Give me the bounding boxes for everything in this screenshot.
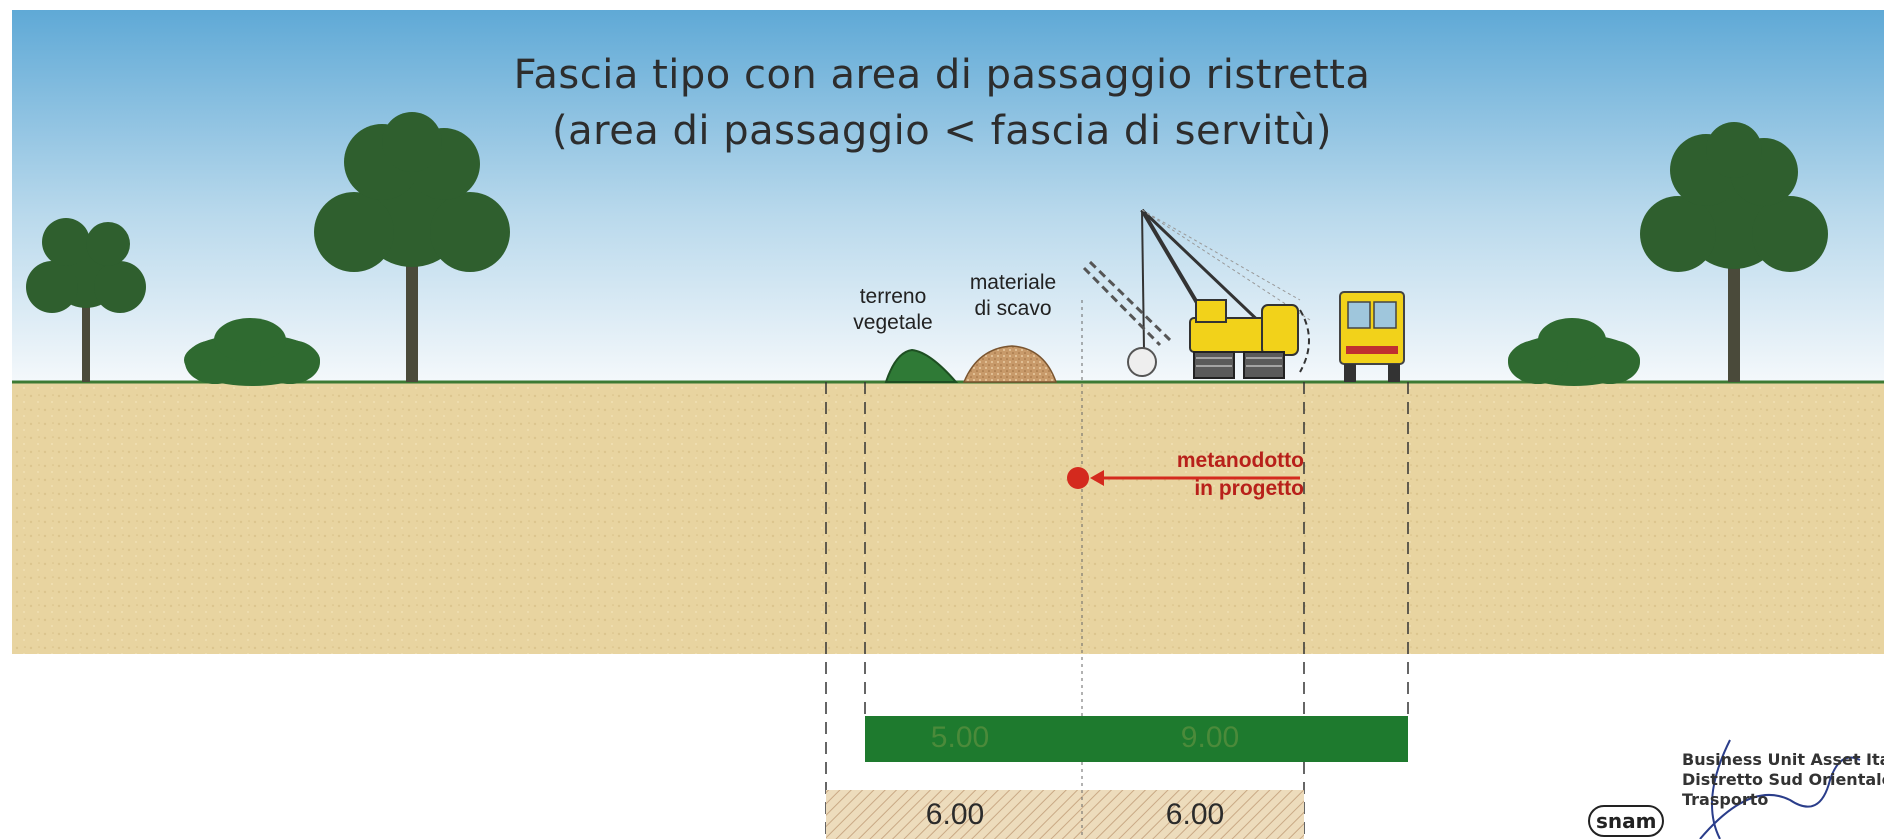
topsoil-label: terreno vegetale — [853, 285, 933, 334]
work-area-right-value: 9.00 — [1180, 721, 1240, 754]
logo-business-unit: Business Unit Asset Italia — [1682, 750, 1884, 769]
easement-left-value: 6.00 — [925, 798, 985, 831]
work-area-bar — [865, 716, 1408, 762]
signature-mark — [1699, 739, 1861, 839]
snam-logo: snam — [1588, 805, 1665, 837]
logo-transport: Trasporto — [1682, 790, 1769, 809]
tree-icon — [1640, 122, 1828, 382]
truck-icon — [1339, 291, 1405, 382]
spoil-mound-icon — [962, 345, 1058, 383]
spoil-label: materiale di scavo — [969, 271, 1057, 320]
bush-icon — [184, 318, 320, 386]
bush-icon — [1508, 318, 1640, 386]
pipeline-label: metanodotto in progetto — [1176, 449, 1304, 500]
pipelayer-crane-icon — [1082, 208, 1311, 379]
tree-icon — [26, 218, 146, 382]
easement-bar — [826, 790, 1304, 839]
logo-district: Distretto Sud Orientale — [1682, 770, 1884, 789]
pipe-section-icon — [1127, 347, 1157, 377]
soil-layer — [12, 382, 1884, 654]
pipeline-marker-icon — [1067, 467, 1089, 489]
arrow-head-icon — [1090, 470, 1104, 486]
diagram-title: Fascia tipo con area di passaggio ristre… — [513, 52, 1371, 98]
diagram-subtitle: (area di passaggio < fascia di servitù) — [552, 108, 1332, 154]
tree-icon — [314, 112, 510, 382]
topsoil-mound-icon — [884, 348, 959, 383]
work-area-left-value: 5.00 — [930, 721, 990, 754]
easement-right-value: 6.00 — [1165, 798, 1225, 831]
